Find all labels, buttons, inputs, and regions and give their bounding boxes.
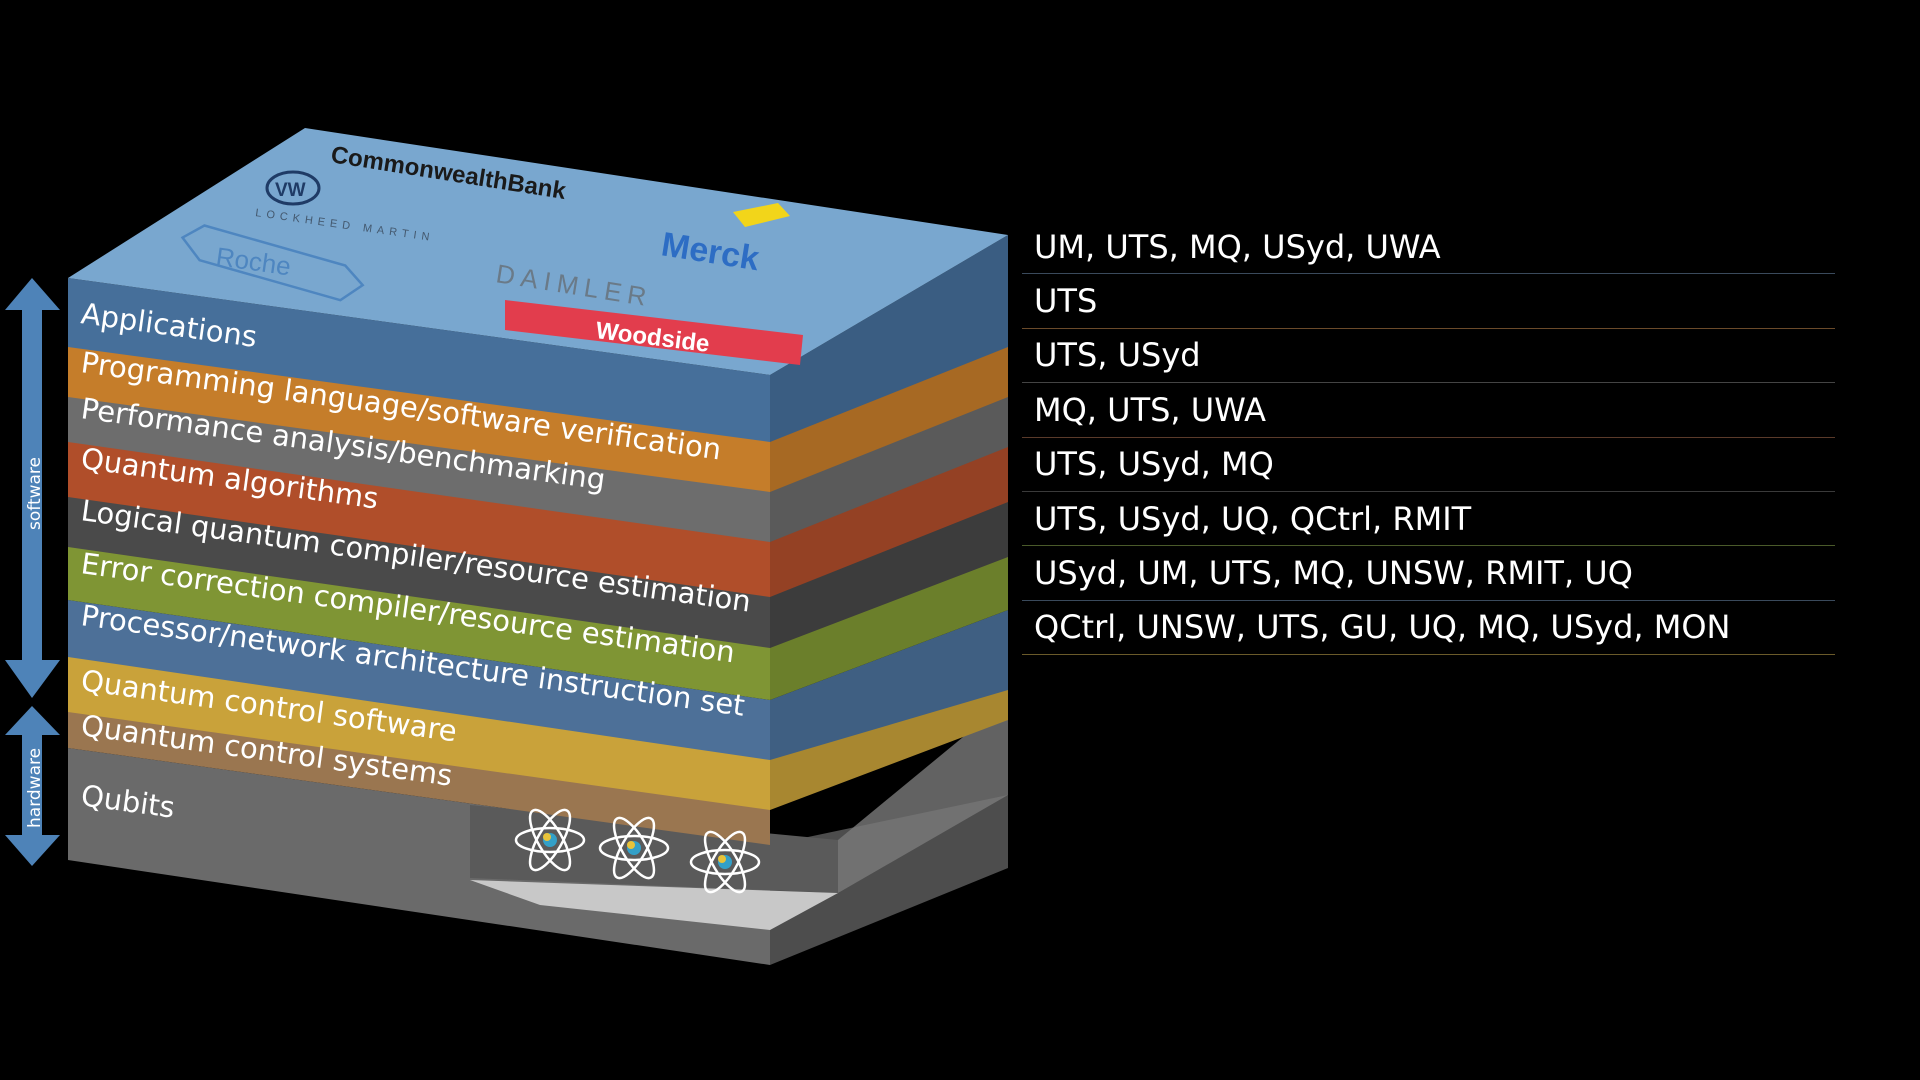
institution-row: UTS, USyd, UQ, QCtrl, RMIT <box>1022 492 1835 547</box>
hardware-arrow: hardware <box>5 706 60 866</box>
software-label: software <box>25 457 45 530</box>
layer-logical-compiler <box>68 495 770 648</box>
institution-row: UTS <box>1022 274 1835 329</box>
layer-quantum-control-software <box>68 655 770 810</box>
institution-row: UTS, USyd <box>1022 329 1835 384</box>
layer-programming-language <box>68 345 770 492</box>
institution-row: UM, UTS, MQ, USyd, UWA <box>1022 220 1835 275</box>
software-arrow: software <box>5 278 60 698</box>
institution-row: UTS, USyd, MQ <box>1022 438 1835 492</box>
atom-icon <box>598 816 670 880</box>
hardware-label: hardware <box>25 748 45 828</box>
atom-icon <box>514 808 586 872</box>
institution-row: MQ, UTS, UWA <box>1022 383 1835 438</box>
layer-quantum-algorithms <box>68 440 770 597</box>
layer-processor-architecture <box>68 600 770 760</box>
qubits-block <box>68 690 1008 965</box>
atom-icon <box>689 830 761 894</box>
svg-text:VW: VW <box>275 180 306 201</box>
roche-logo <box>180 224 365 302</box>
commonwealth-bank-diamond-icon <box>733 203 790 227</box>
institution-row: QCtrl, UNSW, UTS, GU, UQ, MQ, USyd, MON <box>1022 601 1835 656</box>
top-face-applications <box>68 128 1008 375</box>
layer-error-correction <box>68 545 770 700</box>
volkswagen-logo <box>265 170 321 206</box>
atom-icons <box>514 808 761 894</box>
institution-row: USyd, UM, UTS, MQ, UNSW, RMIT, UQ <box>1022 546 1835 601</box>
layer-applications <box>68 278 770 442</box>
institution-list: UM, UTS, MQ, USyd, UWA UTS UTS, USyd MQ,… <box>1022 220 1835 656</box>
layer-performance-analysis <box>68 395 770 542</box>
layer-quantum-control-systems <box>68 705 770 845</box>
woodside-logo <box>505 300 803 365</box>
